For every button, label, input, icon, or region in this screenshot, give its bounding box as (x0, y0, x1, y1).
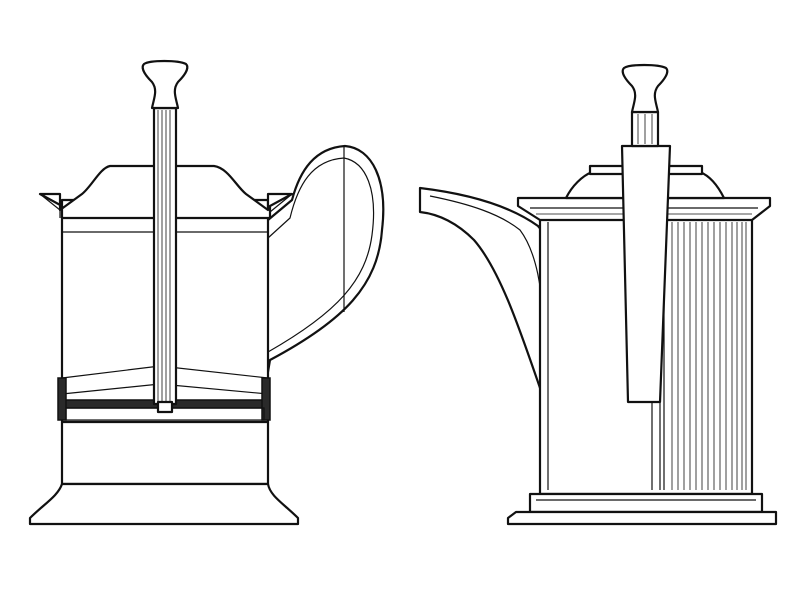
lower-band (60, 420, 270, 486)
exterior-plunger-knob (621, 63, 669, 114)
plunger-knob (141, 59, 189, 110)
press-pot-cutaway-icon (28, 59, 385, 526)
press-pot-exterior-icon (418, 63, 778, 526)
base (28, 482, 300, 526)
handle-inner (267, 157, 375, 353)
filter-frame-right (261, 377, 271, 421)
lid-rim-right (269, 193, 293, 213)
handle-outline (266, 144, 385, 374)
exterior-base (506, 510, 778, 526)
filter-frame-left (57, 377, 67, 421)
plunger-rod (152, 106, 178, 406)
lid-rim-left (39, 193, 61, 218)
exterior-base-band (528, 492, 764, 514)
spout (418, 186, 551, 390)
fluting (671, 222, 747, 490)
rod-nut (156, 400, 174, 414)
